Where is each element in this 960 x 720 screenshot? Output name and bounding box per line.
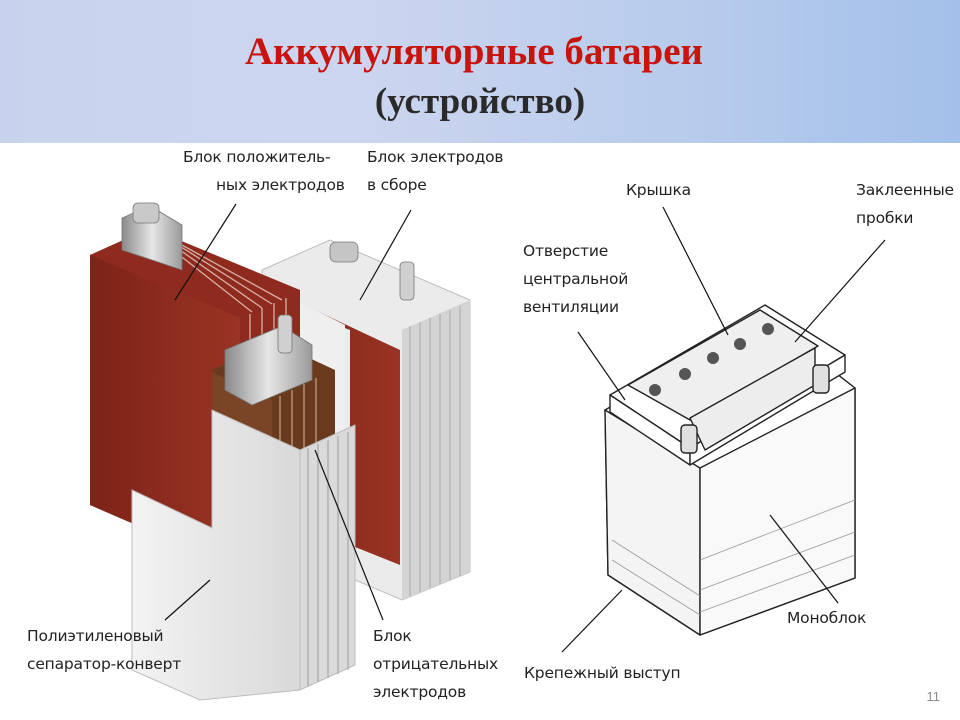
label-sealed-plugs: Заклеенные пробки [856, 181, 954, 227]
page-number: 11 [926, 689, 941, 704]
label-vent-hole: Отверстие центральной вентиляции [523, 242, 629, 316]
slide-subtitle: (устройство) [374, 81, 586, 122]
label-assembled-block: Блок электродов в сборе [367, 148, 504, 194]
slide-title: Аккумуляторные батареи [244, 30, 704, 73]
label-positive-block: Блок положитель- ных электродов [183, 148, 345, 194]
label-negative-block: Блок отрицательных электродов [373, 627, 499, 701]
label-separator: Полиэтиленовый сепаратор-конверт [27, 627, 182, 673]
label-monoblock: Моноблок [787, 609, 867, 627]
label-mounting-ledge: Крепежный выступ [524, 664, 681, 682]
separator-envelope [131, 409, 356, 701]
title-band [0, 0, 960, 143]
battery-monoblock [604, 304, 856, 636]
label-lid: Крышка [626, 181, 691, 199]
leader-lines [164, 203, 886, 653]
